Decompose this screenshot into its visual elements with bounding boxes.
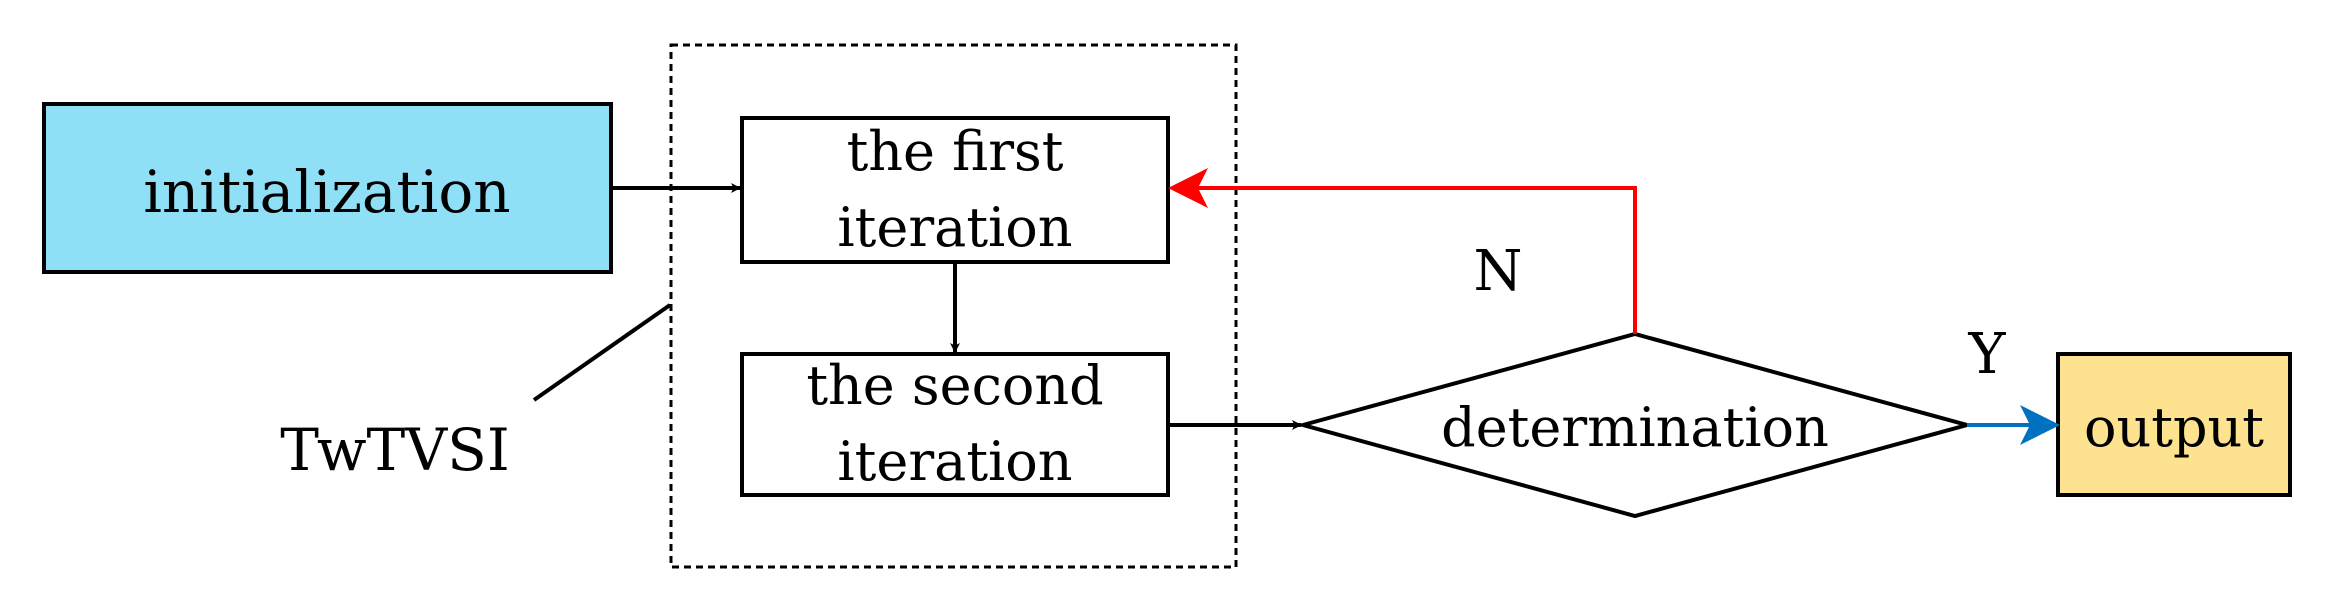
yes-branch-label: Y [1968,322,2007,387]
twtvsi-label: TwTVSI [280,416,509,484]
first-iteration-node [740,116,1170,264]
first-iteration-label-line1: the first [847,120,1064,183]
output-node [2056,352,2292,497]
determination-label: determination [1441,396,1829,459]
second-iteration-node [740,352,1170,497]
twtvsi-group-box [669,43,1238,569]
no-branch-label: N [1474,239,1523,304]
edge-no-branch [1168,168,1637,334]
twtvsi-leader-line [532,303,672,402]
second-iteration-label-line2: iteration [837,430,1072,493]
second-iteration-label-line1: the second [806,354,1103,417]
output-label: output [2084,396,2264,459]
initialization-label: initialization [143,158,510,226]
first-iteration-label-line2: iteration [837,196,1072,259]
